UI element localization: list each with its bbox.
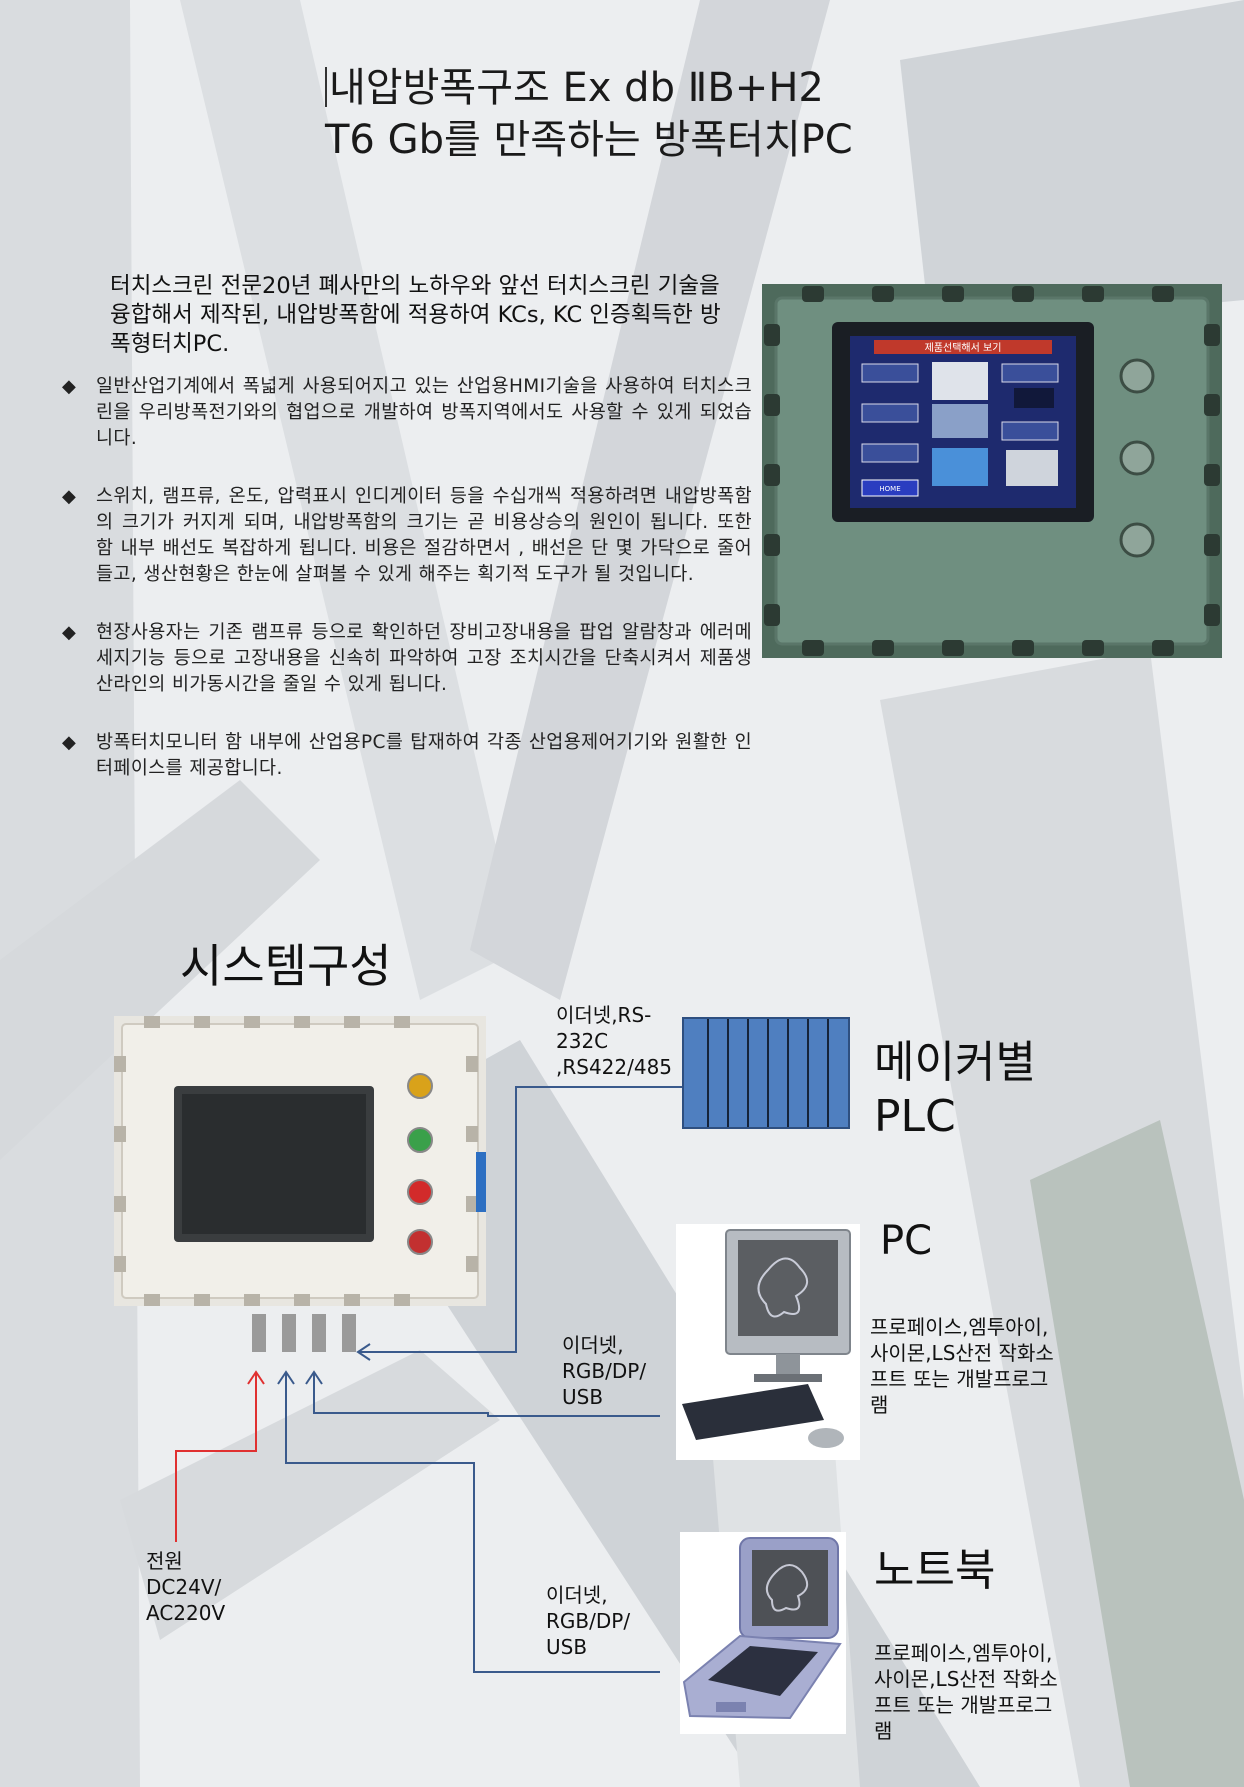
arrow-up-icon [305,1370,323,1385]
page-title: 내압방폭구조 Ex db ⅡB+H2 T6 Gb를 만족하는 방폭터치PC [325,62,853,166]
diamond-bullet-icon: ◆ [62,732,77,753]
list-item: ◆스위치, 램프류, 온도, 압력표시 인디게이터 등을 수십개씩 적용하려면 … [62,486,752,585]
notebook-photo [680,1532,846,1734]
notebook-label: 노트북 [874,1545,996,1596]
desktop-pc-photo [676,1224,860,1460]
notebook-connection-line [285,1372,660,1673]
plc-label: 메이커별 PLC [874,1037,1036,1142]
arrow-up-icon [247,1370,265,1385]
pc-software-label: 프로페이스,엠투아이, 사이몬,LS산전 작화소 프트 또는 개발프로그 램 [870,1315,1054,1417]
list-item: ◆방폭터치모니터 함 내부에 산업용PC를 탑재하여 각종 산업용제어기기와 원… [62,732,752,779]
list-item: ◆현장사용자는 기존 램프류 등으로 확인하던 장비고장내용을 팝업 알람창과 … [62,622,752,695]
pc-label: PC [880,1218,933,1264]
diamond-bullet-icon: ◆ [62,622,77,643]
list-item: ◆일반산업기계에서 폭넓게 사용되어지고 있는 산업용HMI기술을 사용하여 터… [62,376,752,449]
title-line-1: 내압방폭구조 Ex db ⅡB+H2 [329,65,824,111]
arrow-up-icon [277,1370,295,1385]
power-line [175,1372,257,1542]
diamond-bullet-icon: ◆ [62,376,77,397]
product-photo: 제품선택해서 보기 HOME [762,284,1222,658]
text-cursor [325,67,327,107]
title-line-2: T6 Gb를 만족하는 방폭터치PC [325,117,853,163]
screen-header: 제품선택해서 보기 [925,341,1002,354]
plc-block [682,1017,850,1129]
pc-connection-line [313,1372,660,1417]
touch-pc-photo [114,1016,486,1306]
notebook-link-label: 이더넷, RGB/DP/ USB [546,1583,631,1659]
intro-paragraph: 터치스크린 전문20년 폐사만의 노하우와 앞선 터치스크린 기술을 융합해서 … [110,273,721,357]
home-button-label: HOME [879,485,900,493]
connector-ports [252,1314,356,1352]
pc-link-label: 이더넷, RGB/DP/ USB [562,1333,647,1409]
power-label: 전원 DC24V/ AC220V [146,1549,226,1625]
diamond-bullet-icon: ◆ [62,486,77,507]
system-title: 시스템구성 [180,939,392,993]
notebook-software-label: 프로페이스,엠투아이, 사이몬,LS산전 작화소 프트 또는 개발프로그 램 [874,1641,1058,1743]
plc-link-label: 이더넷,RS- 232C ,RS422/485 [556,1003,673,1079]
arrow-left-icon [356,1343,371,1361]
feature-list: ◆일반산업기계에서 폭넓게 사용되어지고 있는 산업용HMI기술을 사용하여 터… [62,374,752,782]
plc-connection-line [358,1086,682,1353]
